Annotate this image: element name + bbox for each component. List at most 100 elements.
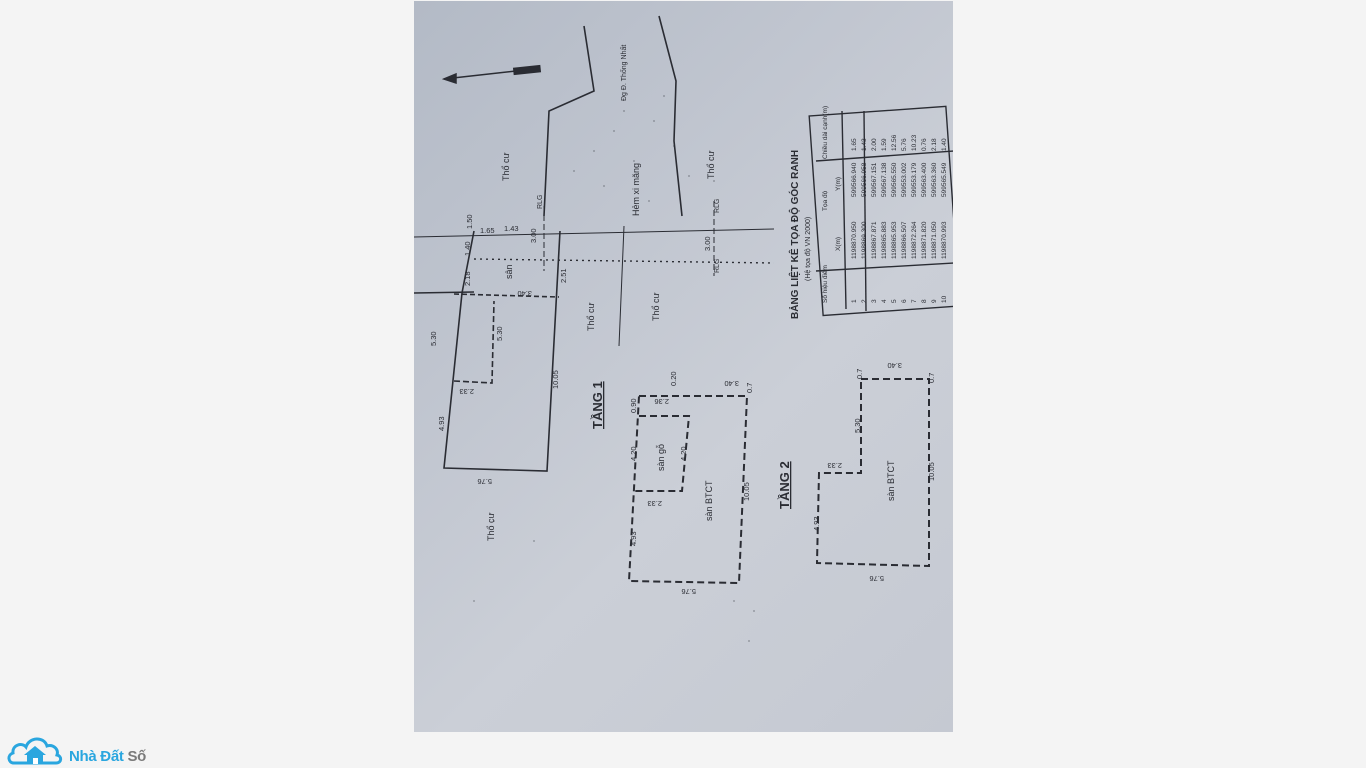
- dim-233-c: 2.33: [827, 461, 842, 470]
- dim-576-a: 5.76: [477, 477, 492, 486]
- coord-header-group: Tọa độ: [822, 190, 829, 211]
- road-name: Đg Đ. Thống Nhất: [619, 45, 628, 101]
- coord-cell-r6-c4: 5.76: [901, 138, 908, 151]
- coord-cell-r5-c1: 5: [891, 299, 898, 303]
- coord-header-x: X(m): [835, 237, 842, 251]
- land-survey-photo: Thổ cư Thổ cư Thổ cư Thổ cư Thổ cư Đg Đ.…: [414, 1, 953, 732]
- dim-1005-a: 10.05: [551, 370, 560, 389]
- dim-340-b: 3.40: [724, 379, 739, 388]
- coord-cell-r8-c1: 8: [921, 299, 928, 303]
- dim-07-b: 0.7: [855, 369, 864, 379]
- dim-530-b: 5.30: [495, 326, 504, 341]
- coord-cell-r2-c3: 599566.958: [861, 162, 868, 197]
- coord-cell-r8-c4: 0.76: [921, 138, 928, 151]
- coord-cell-r7-c4: 10.23: [911, 134, 918, 151]
- survey-drawing: Thổ cư Thổ cư Thổ cư Thổ cư Thổ cư Đg Đ.…: [414, 15, 953, 642]
- coord-cell-r7-c2: 1198872.264: [911, 221, 918, 259]
- coord-cell-r1-c4: 1.65: [851, 138, 858, 151]
- brand-name-part1: Nhà Đất: [69, 747, 124, 765]
- dim-020: 0.20: [669, 371, 678, 386]
- concrete-floor-label-1: sàn BTCT: [704, 480, 714, 521]
- concrete-floor-label-2: sàn BTCT: [886, 460, 896, 501]
- coord-cell-r3-c3: 599567.151: [871, 162, 878, 197]
- dim-218: 2.18: [463, 271, 472, 286]
- coord-header-y: Y(m): [835, 177, 842, 191]
- dim-090: 0.90: [629, 398, 638, 413]
- brand-logo[interactable]: Nhà Đất Số: [6, 732, 176, 768]
- coord-header-length: Chiều dài cạnh(m): [820, 106, 829, 159]
- coord-cell-r9-c1: 9: [931, 299, 938, 303]
- coord-cell-r4-c4: 1.59: [881, 138, 888, 151]
- dim-236: 2.36: [654, 397, 669, 406]
- dim-233-b: 2.33: [647, 499, 662, 508]
- dim-233-a: 2.33: [459, 387, 474, 396]
- coord-cell-r5-c2: 1198865.953: [891, 221, 898, 259]
- plan-labels: Thổ cư Thổ cư Thổ cư Thổ cư Thổ cư Đg Đ.…: [486, 45, 896, 541]
- floor1-title: TẦNG 1: [590, 381, 605, 429]
- dim-576-c: 5.76: [869, 574, 884, 583]
- dim-576-b: 5.76: [681, 587, 696, 596]
- floor2-title: TẦNG 2: [777, 461, 792, 509]
- coord-cell-r7-c3: 599553.179: [911, 162, 918, 197]
- coord-table: BẢNG LIỆT KÊ TỌA ĐỘ GÓC RANH (Hệ tọa độ …: [788, 106, 842, 319]
- coord-cell-r9-c2: 1198871.050: [931, 221, 938, 259]
- coord-cell-r9-c4: 2.18: [931, 138, 938, 151]
- dim-300-b: 3.00: [529, 228, 538, 243]
- dim-420-b: 4.20: [679, 446, 688, 461]
- dim-143: 1.43: [504, 224, 519, 233]
- land-label-4: Thổ cư: [651, 292, 661, 321]
- coord-cell-r10-c2: 1198870.993: [941, 221, 948, 259]
- road-lines: [414, 15, 775, 347]
- dim-300-a: 3.00: [703, 236, 712, 251]
- coord-cell-r1-c3: 599566.940: [851, 162, 858, 197]
- dim-340-c: 3.40: [887, 361, 902, 370]
- dim-251: 2.51: [559, 268, 568, 283]
- coord-table-frame: [808, 105, 953, 317]
- dim-07-c: 0.7: [927, 373, 936, 383]
- rlg-ticks: [543, 201, 715, 276]
- floor2-outline: [815, 378, 930, 568]
- coord-cell-r2-c1: 2: [861, 299, 868, 303]
- coord-cell-r3-c2: 1198867.871: [871, 221, 878, 259]
- coord-cell-r3-c1: 3: [871, 299, 878, 303]
- dim-150: 1.50: [465, 214, 474, 229]
- coord-table-rows: 11198870.950599566.9401.6521198869.30059…: [851, 134, 948, 303]
- coord-cell-r2-c2: 1198869.300: [861, 221, 868, 259]
- coord-cell-r8-c2: 1198871.820: [921, 221, 928, 259]
- rlg-label-3: RLG: [714, 259, 721, 273]
- coord-cell-r5-c4: 12.56: [891, 134, 898, 151]
- dim-1005-c: 10.05: [927, 462, 936, 481]
- cloud-house-icon: [7, 737, 63, 765]
- wood-floor-label: sàn gỗ: [656, 444, 666, 471]
- coord-cell-r6-c3: 599553.002: [901, 162, 908, 197]
- coord-cell-r4-c2: 1198865.883: [881, 221, 888, 259]
- coord-cell-r1-c2: 1198870.950: [851, 221, 858, 259]
- dim-07-a: 0.7: [745, 383, 754, 393]
- dim-493-b: 4.93: [629, 531, 638, 546]
- brand-name: Nhà Đất Số: [69, 748, 146, 765]
- coord-cell-r10-c3: 599565.549: [941, 162, 948, 197]
- coord-cell-r2-c4: 1.43: [861, 138, 868, 151]
- land-label-5: Thổ cư: [486, 512, 496, 541]
- coord-cell-r10-c1: 10: [941, 295, 948, 303]
- dimension-labels: 5.76 4.93 5.30 5.30 10.05 2.33 3.40 2.51…: [429, 214, 936, 596]
- dim-530-a: 5.30: [429, 331, 438, 346]
- coord-cell-r9-c3: 599563.360: [931, 162, 938, 197]
- dim-1005-b: 10.05: [742, 482, 751, 501]
- dim-165: 1.65: [480, 226, 495, 235]
- coord-cell-r4-c3: 599567.138: [881, 162, 888, 197]
- coord-table-title: BẢNG LIỆT KÊ TỌA ĐỘ GÓC RANH: [788, 150, 801, 319]
- coord-cell-r3-c4: 2.00: [871, 138, 878, 151]
- dim-530-c: 5.30: [853, 418, 862, 433]
- coord-cell-r10-c4: 1.40: [941, 138, 948, 151]
- yard-label: sân: [504, 264, 514, 279]
- coord-table-subtitle: (Hệ tọa độ VN 2000): [805, 217, 812, 281]
- land-label-2: Thổ cư: [706, 150, 716, 179]
- rlg-label-2: RLG: [714, 199, 721, 213]
- alley-label: Hẻm xi măng: [631, 163, 641, 216]
- parcel-outline: [443, 230, 561, 472]
- dim-493-a: 4.93: [437, 416, 446, 431]
- dim-140: 1.40: [463, 241, 472, 256]
- land-label-1: Thổ cư: [501, 152, 511, 181]
